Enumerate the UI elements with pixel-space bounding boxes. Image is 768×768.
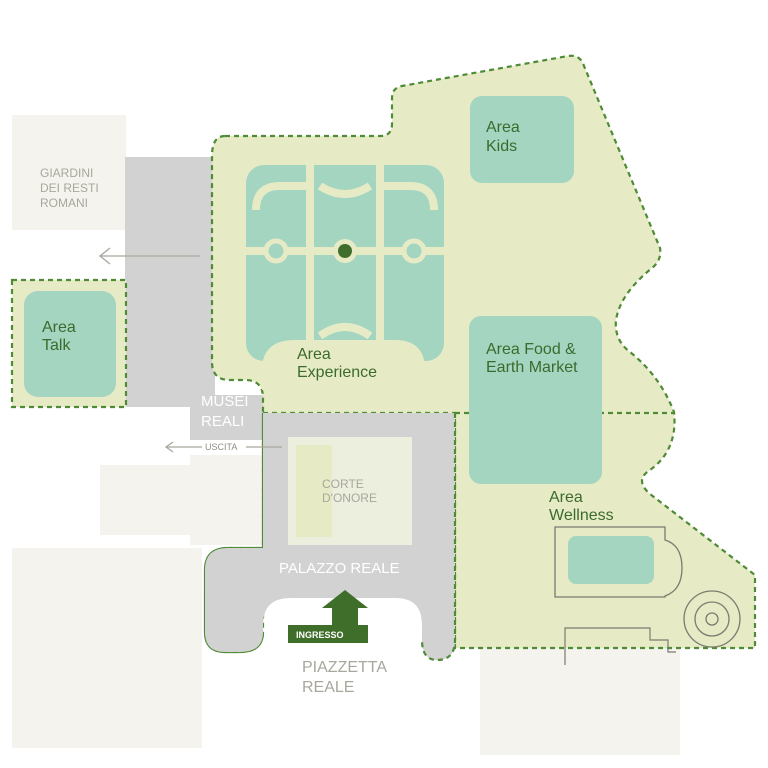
musei-reali-label: MUSEI REALI: [201, 393, 253, 430]
area-experience-label: Area Experience: [297, 346, 377, 381]
area-kids-box: [470, 96, 574, 183]
giardini-label: GIARDINI DEI RESTI ROMANI: [40, 166, 102, 210]
area-talk-box: [24, 291, 116, 397]
uscita-label: USCITA: [205, 442, 237, 452]
fountain-icon: [683, 590, 741, 648]
area-talk-label: Area Talk: [42, 319, 80, 354]
garden-center-marker: [338, 244, 352, 258]
corte-donore-left: [296, 445, 332, 537]
area-food-label: Area Food & Earth Market: [486, 341, 580, 376]
piazzetta-reale-label: PIAZZETTA REALE: [302, 659, 391, 696]
area-food-box: [469, 316, 602, 484]
area-wellness-box: [568, 536, 654, 584]
ingresso-label[interactable]: INGRESSO: [296, 630, 344, 640]
wellness-outline: [554, 526, 683, 598]
background-buildings: [12, 115, 680, 755]
garden-circles: [263, 238, 427, 264]
musei-reali-building: [125, 157, 270, 440]
exit-arrow-giardini: [98, 247, 200, 265]
building-outline-bottom: [564, 627, 676, 665]
area-kids-label: Area Kids: [486, 119, 524, 155]
entrance-arrow[interactable]: [288, 590, 368, 643]
experience-label-bg: [262, 340, 425, 390]
area-wellness-label: Area Wellness: [549, 489, 614, 524]
exit-arrow-uscita: [164, 441, 282, 453]
palazzo-reale-label: PALAZZO REALE: [279, 560, 400, 577]
corte-donore-label: CORTE D'ONORE: [322, 477, 377, 505]
